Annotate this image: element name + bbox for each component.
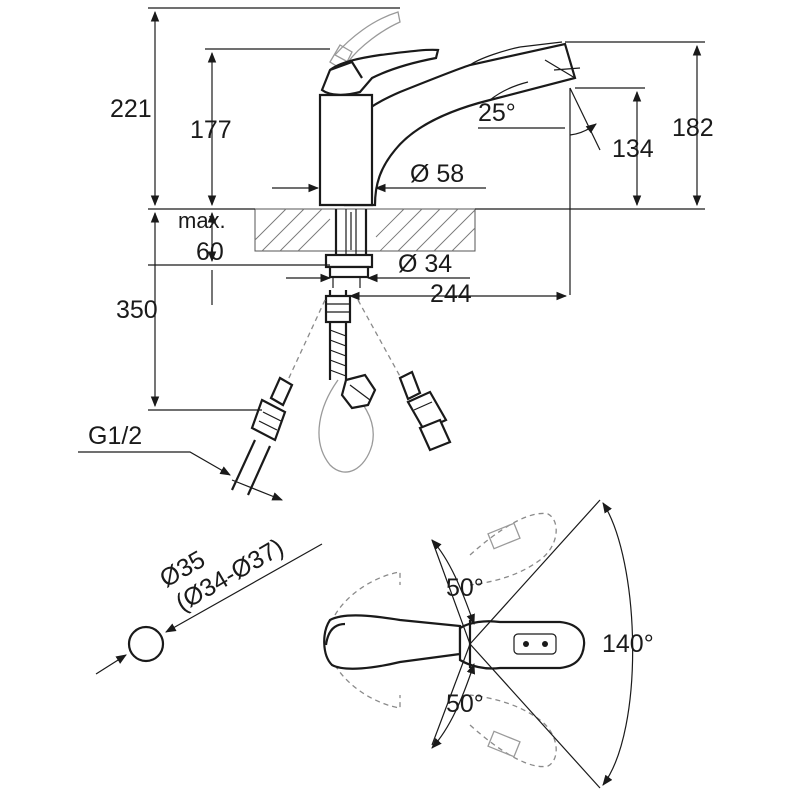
hose-weight xyxy=(340,373,377,410)
dim-134: 134 xyxy=(612,135,654,163)
dim-221: 221 xyxy=(110,95,152,123)
dimension-lines-elevation xyxy=(78,7,705,501)
angle-140: 140° xyxy=(602,630,654,658)
faucet-body xyxy=(318,41,581,207)
angle-50-bottom: 50° xyxy=(446,690,484,718)
dim-60: 60 xyxy=(196,238,224,266)
mounting-shank xyxy=(324,209,374,288)
thread-g12: G1/2 xyxy=(88,422,142,450)
dim-34: Ø 34 xyxy=(398,250,452,278)
pull-out-hose xyxy=(318,290,374,473)
angle-25: 25° xyxy=(478,99,516,127)
label-max: max. xyxy=(178,208,226,233)
dim-182: 182 xyxy=(672,114,714,142)
dim-244: 244 xyxy=(430,280,472,308)
mounting-hole-plan xyxy=(95,543,323,675)
angle-50-top: 50° xyxy=(446,574,484,602)
handle-rotation-plan xyxy=(323,499,634,789)
supply-hose-left xyxy=(231,299,326,496)
dim-58: Ø 58 xyxy=(410,160,464,188)
supply-hose-right xyxy=(357,299,452,452)
dim-350: 350 xyxy=(116,296,158,324)
dim-177: 177 xyxy=(190,116,232,144)
